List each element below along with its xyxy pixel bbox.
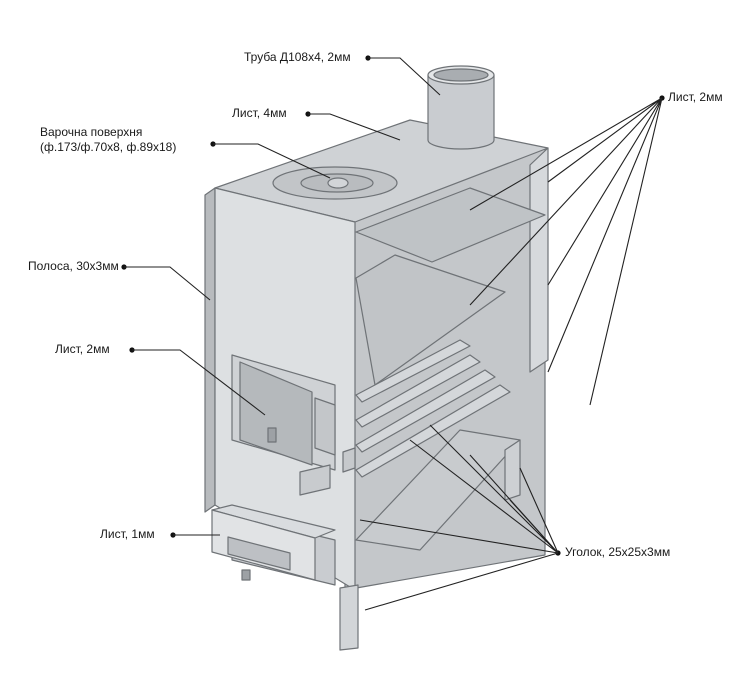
label-sheet-2mm-left: Лист, 2мм [55,342,110,356]
stove-body [204,65,549,651]
leader-line-cooktop [213,143,331,179]
label-sheet-2mm-right: Лист, 2мм [668,90,723,104]
back-side-sheet [529,147,549,373]
grate-bar [355,369,496,453]
grate-bar [355,354,481,428]
grate-bar [355,339,471,403]
front-leg [339,584,359,651]
label-pipe: Труба Д108х4, 2мм [244,50,351,64]
grate-bar [355,384,511,478]
chimney-pipe [427,75,495,150]
leader-line-sheet4 [308,113,401,141]
door-handle [267,427,277,443]
leader-line-strip [124,266,211,301]
grate-bars [355,339,511,478]
door-sheet [239,361,313,466]
door-hinge [314,397,336,456]
side-strip [204,187,216,513]
door-latch [299,464,331,496]
leader-line-pipe [368,57,441,96]
leader-line-sheet2-right [469,97,663,406]
leader-lines [121,55,665,611]
label-sheet-1mm: Лист, 1мм [100,527,155,541]
ash-drawer-handle [227,536,291,571]
side-tab [342,447,356,473]
label-cooking-surface-line1: Варочна поверхня [40,125,143,139]
label-cooking-surface: Варочна поверхня (ф.173/ф.70х8, ф.89х18) [40,125,176,155]
leader-line-sheet2-left [132,349,266,416]
label-angle: Уголок, 25х25х3мм [565,545,671,559]
label-strip: Полоса, 30х3мм [28,259,119,273]
chimney-pipe-opening [433,68,489,82]
back-leg [504,439,521,501]
upper-shelf-sheet [355,187,546,263]
leader-line-angle [359,424,559,611]
label-sheet-4mm: Лист, 4мм [232,106,287,120]
ash-drawer-knob [241,569,251,581]
middle-shelf-sheet [355,254,506,386]
label-cooking-surface-line2: (ф.173/ф.70х8, ф.89х18) [40,140,177,154]
cooking-ring-inner [327,177,349,189]
